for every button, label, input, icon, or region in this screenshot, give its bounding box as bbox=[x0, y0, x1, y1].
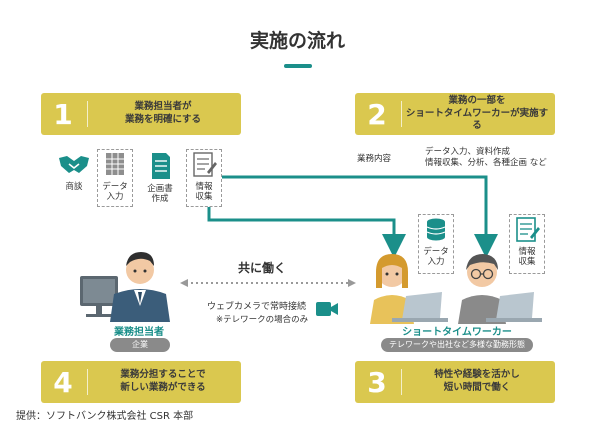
step-4-number: 4 bbox=[53, 365, 73, 399]
notepad-icon bbox=[193, 152, 217, 177]
step-1-box: 1 業務担当者が 業務を明確にする bbox=[41, 93, 241, 135]
proposal-label: 企画書 作成 bbox=[143, 184, 177, 204]
step-4-line: 業務分担することで bbox=[120, 369, 206, 381]
step-divider bbox=[401, 369, 402, 395]
step-4-line: 新しい業務ができる bbox=[120, 382, 206, 393]
info-gathering-label: 情報 収集 bbox=[187, 182, 221, 202]
step-4-text: 業務分担することで 新しい業務ができる bbox=[89, 361, 237, 403]
source-credit: 提供：ソフトバンク株式会社 CSR 本部 bbox=[16, 411, 194, 422]
info-gathering-line: 情報 bbox=[195, 182, 213, 192]
short-time-worker-label: ショートタイムワーカー bbox=[402, 327, 512, 338]
worker-2-hair bbox=[466, 254, 498, 270]
face bbox=[126, 256, 154, 284]
hair bbox=[126, 252, 154, 266]
proposal-line: 企画書 bbox=[147, 184, 173, 194]
step-1-line: 業務担当者が bbox=[134, 101, 192, 113]
arrow-right-head bbox=[348, 279, 356, 287]
info-gathering-line: 収集 bbox=[195, 192, 213, 203]
database-icon bbox=[106, 153, 124, 175]
telework-note: ※テレワークの場合のみ bbox=[216, 315, 309, 325]
handshake-icon bbox=[59, 156, 89, 173]
step-2-text: 業務の一部を ショートタイムワーカーが実施する bbox=[403, 93, 551, 135]
worker-2-body bbox=[458, 295, 506, 324]
worker-2-face bbox=[467, 257, 497, 287]
short-time-workers-illustration bbox=[370, 254, 542, 324]
arrow-left-head bbox=[180, 279, 188, 287]
data-entry-item: データ 入力 bbox=[97, 149, 133, 207]
worker-info-line: 情報 bbox=[518, 247, 536, 257]
worker-data-entry-line: データ bbox=[423, 247, 449, 257]
notepad-icon bbox=[516, 217, 540, 242]
step-2-line: 業務の一部を bbox=[448, 94, 506, 106]
tasks-line: 情報収集、分析、各種企画 など bbox=[425, 157, 547, 168]
step-2-box: 2 業務の一部を ショートタイムワーカーが実施する bbox=[355, 93, 555, 135]
step-1-number: 1 bbox=[53, 97, 73, 131]
laptop-icon bbox=[496, 292, 534, 320]
tasks-line: データ入力、資料作成 bbox=[425, 147, 511, 157]
step-3-line: 短い時間で働く bbox=[443, 382, 511, 393]
step-3-box: 3 特性や経験を活かし 短い時間で働く bbox=[355, 361, 555, 403]
worker-info-gathering-label: 情報 収集 bbox=[510, 247, 544, 267]
arrow-to-worker-1 bbox=[207, 174, 406, 258]
handshake-item: 商談 bbox=[57, 152, 91, 192]
business-owner-label: 業務担当者 bbox=[114, 327, 164, 338]
work-style-pill: テレワークや出社など多様な勤務形態 bbox=[381, 338, 533, 352]
proposal-line: 作成 bbox=[151, 194, 169, 205]
data-entry-label: データ 入力 bbox=[98, 182, 132, 202]
worker-info-line: 収集 bbox=[518, 257, 536, 268]
info-gathering-item: 情報 収集 bbox=[186, 149, 222, 207]
page-title: 実施の流れ bbox=[249, 30, 345, 52]
step-3-line: 特性や経験を活かし bbox=[434, 369, 520, 381]
worker-1-hair bbox=[376, 254, 408, 288]
step-3-text: 特性や経験を活かし 短い時間で働く bbox=[403, 361, 551, 403]
step-4-box: 4 業務分担することで 新しい業務ができる bbox=[41, 361, 241, 403]
step-2-line: ショートタイムワーカーが実施する bbox=[405, 107, 549, 132]
business-owner-illustration bbox=[80, 252, 170, 322]
step-1-text: 業務担当者が 業務を明確にする bbox=[89, 93, 237, 135]
step-divider bbox=[87, 101, 88, 127]
company-pill: 企業 bbox=[110, 338, 170, 352]
step-divider bbox=[401, 101, 402, 127]
proposal-item: 企画書 作成 bbox=[143, 152, 177, 204]
database-icon bbox=[426, 218, 446, 241]
step-divider bbox=[87, 369, 88, 395]
arrow-to-worker-2 bbox=[219, 175, 498, 258]
tasks-label: 業務内容 bbox=[357, 154, 392, 164]
data-entry-line: 入力 bbox=[106, 192, 124, 203]
worker-data-entry-label: データ 入力 bbox=[419, 247, 453, 267]
worker-data-entry-item: データ 入力 bbox=[418, 214, 454, 274]
step-3-number: 3 bbox=[367, 365, 387, 399]
video-camera-icon bbox=[316, 302, 338, 316]
worker-info-gathering-item: 情報 収集 bbox=[509, 214, 545, 274]
worker-data-entry-line: 入力 bbox=[427, 257, 445, 268]
handshake-label: 商談 bbox=[65, 182, 83, 192]
work-together-text: 共に働く bbox=[238, 261, 287, 275]
title-underline bbox=[284, 64, 312, 68]
webcam-text: ウェブカメラで常時接続 bbox=[207, 302, 307, 312]
laptop-icon bbox=[402, 292, 442, 320]
data-entry-line: データ bbox=[102, 182, 128, 192]
step-2-number: 2 bbox=[367, 97, 387, 131]
step-1-line: 業務を明確にする bbox=[124, 114, 202, 125]
document-icon bbox=[152, 153, 170, 179]
tasks-list: データ入力、資料作成 情報収集、分析、各種企画 など bbox=[425, 147, 575, 168]
